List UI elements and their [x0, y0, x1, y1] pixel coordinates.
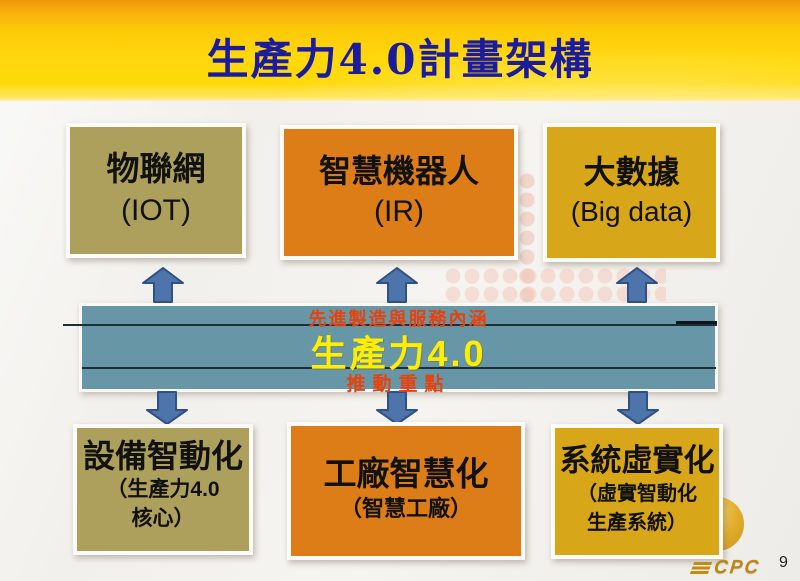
box-system-virtualization: 系統虛實化 （虛實智動化 生產系統） [551, 424, 723, 559]
cpc-logo-text: CPC [712, 557, 762, 578]
box-equipment-automation: 設備智動化 （生產力4.0 核心） [73, 424, 253, 555]
bar-underline-dash [676, 321, 717, 324]
bar-main-label: 生產力4.0 [310, 333, 487, 374]
bar-underline-bottom [82, 367, 716, 369]
box-iot-subtitle: (IOT) [121, 193, 191, 227]
box-system-subtitle-line1: （虛實智動化 [577, 482, 697, 505]
box-factory-subtitle: （智慧工廠） [339, 495, 472, 521]
box-iot: 物聯網 (IOT) [66, 123, 246, 258]
box-smart-factory: 工廠智慧化 （智慧工廠） [287, 422, 525, 560]
box-factory-title: 工廠智慧化 [323, 455, 489, 492]
arrow-up-icon [141, 267, 185, 303]
box-equipment-subtitle-line1: （生產力4.0 [106, 477, 220, 501]
box-robot-subtitle: (IR) [374, 195, 424, 229]
box-bigdata-title: 大數據 [583, 154, 680, 191]
productivity-bar [79, 303, 718, 392]
box-robot-title: 智慧機器人 [318, 152, 479, 189]
box-system-subtitle-line2: 生產系統） [587, 511, 687, 534]
box-system-title: 系統虛實化 [559, 443, 715, 478]
bar-bottom-label: 推動重點 [346, 374, 451, 395]
arrow-up-icon [375, 267, 419, 303]
arrow-up-icon [615, 267, 659, 303]
title-banner [0, 0, 800, 101]
box-bigdata: 大數據 (Big data) [543, 123, 720, 262]
bar-underline-top [63, 324, 717, 326]
box-robot: 智慧機器人 (IR) [280, 125, 518, 260]
box-equipment-title: 設備智動化 [82, 438, 243, 474]
box-iot-title: 物聯網 [106, 150, 206, 188]
box-equipment-subtitle-line2: 核心） [131, 506, 195, 530]
cpc-logo: CPC [689, 557, 762, 579]
arrow-down-icon [616, 391, 660, 425]
bar-top-label: 先進製造與服務內涵 [308, 309, 489, 329]
page-number: 9 [779, 554, 788, 571]
arrow-down-icon [145, 391, 189, 425]
box-bigdata-subtitle: (Big data) [570, 196, 693, 227]
cpc-logo-icon [689, 562, 713, 574]
arrow-down-icon [375, 391, 419, 425]
page-title: 生產力4.0計畫架構 [206, 35, 594, 84]
